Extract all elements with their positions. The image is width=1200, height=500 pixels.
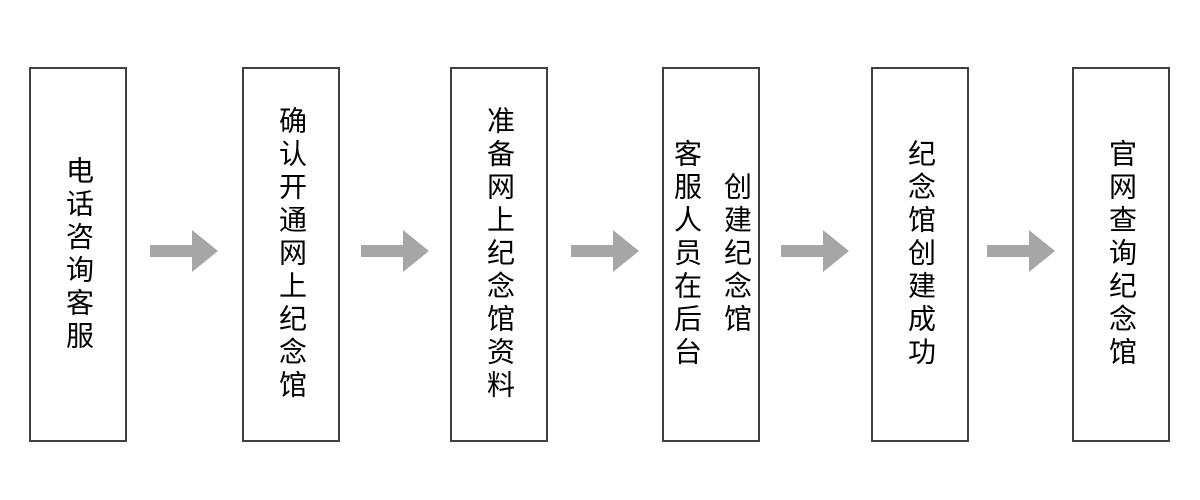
step-box-phone-consult: 电话咨询客服 xyxy=(29,67,127,442)
step-label: 客服人员在后台 创建纪念馆 xyxy=(671,139,752,370)
step-box-prepare-materials: 准备网上纪念馆资料 xyxy=(450,67,548,442)
step-box-backend-create: 客服人员在后台 创建纪念馆 xyxy=(662,67,760,442)
right-arrow-icon xyxy=(781,230,849,272)
right-arrow-icon xyxy=(987,230,1055,272)
step-box-create-success: 纪念馆创建成功 xyxy=(871,67,969,442)
right-arrow-icon xyxy=(361,230,429,272)
step-label: 准备网上纪念馆资料 xyxy=(484,106,515,403)
right-arrow-icon xyxy=(571,230,639,272)
right-arrow-shape xyxy=(150,230,218,272)
step-box-confirm-open: 确认开通网上纪念馆 xyxy=(242,67,340,442)
right-arrow-shape xyxy=(361,230,429,272)
step-label: 纪念馆创建成功 xyxy=(905,139,936,370)
step-box-query-official-site: 官网查询纪念馆 xyxy=(1072,67,1170,442)
right-arrow-shape xyxy=(987,230,1055,272)
step-label: 官网查询纪念馆 xyxy=(1106,139,1137,370)
step-label: 电话咨询客服 xyxy=(63,155,94,354)
right-arrow-icon xyxy=(150,230,218,272)
right-arrow-shape xyxy=(781,230,849,272)
step-label: 确认开通网上纪念馆 xyxy=(276,106,307,403)
right-arrow-shape xyxy=(571,230,639,272)
